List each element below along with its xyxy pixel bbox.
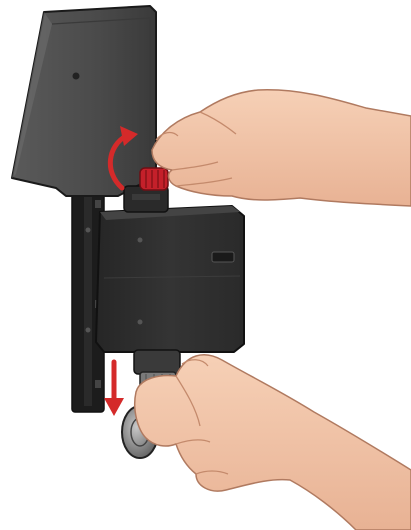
main-body	[96, 206, 244, 352]
housing-screw	[73, 73, 80, 80]
upper-hand	[152, 90, 411, 206]
lower-hand	[135, 355, 411, 530]
red-knob	[140, 168, 168, 190]
side-latch	[212, 252, 234, 262]
down-arrow-icon	[104, 362, 124, 416]
top-housing	[12, 6, 156, 196]
